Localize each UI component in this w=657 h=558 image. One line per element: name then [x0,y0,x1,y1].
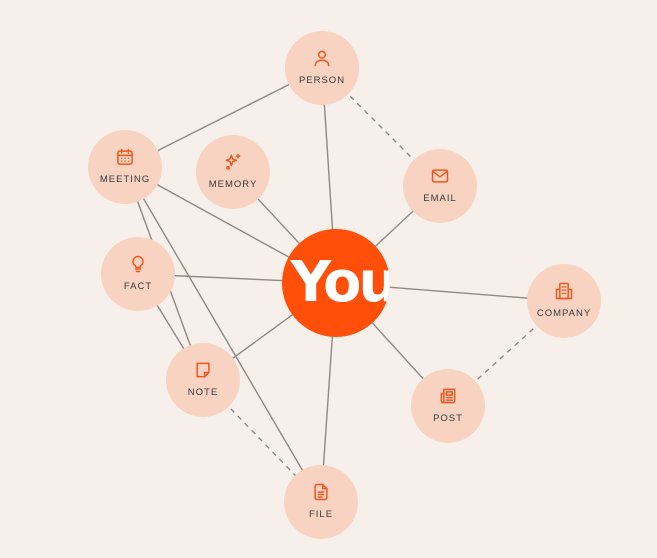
calendar-icon [115,147,135,167]
center-you-node[interactable]: You [282,229,390,337]
node-fact[interactable]: FACT [101,237,175,311]
node-file[interactable]: FILE [284,465,358,539]
node-label: MEETING [99,174,151,185]
lightbulb-icon [128,254,148,274]
edge-person-email [321,67,441,187]
node-label: POST [433,413,463,424]
sparkle-icon [223,152,243,172]
envelope-icon [430,166,450,186]
person-icon [312,48,332,68]
newspaper-icon [438,386,458,406]
node-label: COMPANY [536,308,592,319]
node-label: FACT [123,281,153,292]
node-person[interactable]: PERSON [285,31,359,105]
building-icon [554,281,574,301]
node-label: NOTE [187,387,219,398]
node-label: MEMORY [208,179,258,190]
node-note[interactable]: NOTE [166,343,240,417]
node-company[interactable]: COMPANY [527,264,601,338]
note-icon [193,360,213,380]
node-label: EMAIL [423,193,457,204]
file-icon [311,482,331,502]
you-logo: You [290,250,390,315]
node-email[interactable]: EMAIL [403,149,477,223]
node-post[interactable]: POST [411,369,485,443]
node-label: PERSON [298,75,346,86]
node-memory[interactable]: MEMORY [196,135,270,209]
edge-meeting-file [124,166,322,503]
node-label: FILE [308,509,334,520]
node-meeting[interactable]: MEETING [88,130,162,204]
